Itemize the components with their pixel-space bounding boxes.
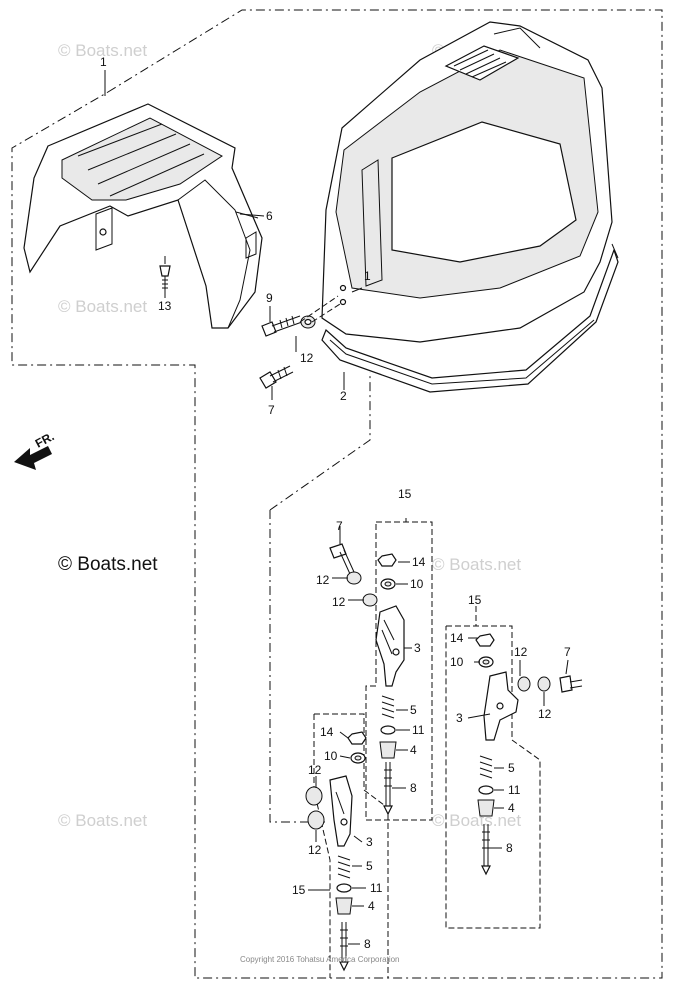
callout-12: 12 (332, 595, 346, 609)
watermark: © Boats.net (58, 41, 147, 60)
forward-direction-marker: FR. (14, 429, 56, 470)
callout-15: 15 (292, 883, 306, 897)
callout-15: 15 (468, 593, 482, 607)
callout-12: 12 (316, 573, 330, 587)
callout-10: 10 (450, 655, 464, 669)
callout-11: 11 (370, 881, 383, 895)
copyright-notice: Copyright 2016 Tohatsu America Corporati… (240, 955, 400, 964)
engine-top-cover (321, 21, 619, 393)
callout-10: 10 (324, 749, 338, 763)
callout-13: 13 (158, 299, 172, 313)
callout-7: 7 (336, 519, 343, 533)
callout-11: 11 (412, 723, 425, 737)
callout-3: 3 (414, 641, 421, 655)
callout-14: 14 (412, 555, 426, 569)
callout-3: 3 (366, 835, 373, 849)
watermark: © Boats.net (58, 811, 147, 830)
callout-12: 12 (308, 843, 322, 857)
rear-panel-part (23, 103, 263, 329)
callout-12: 12 (538, 707, 552, 721)
watermark: © Boats.net (432, 555, 521, 574)
callout-8: 8 (410, 781, 417, 795)
upper-fasteners (259, 295, 341, 389)
callout-12: 12 (514, 645, 528, 659)
callout-7: 7 (564, 645, 571, 659)
callouts: 1 6 13 9 1 12 7 2 15 7 14 12 10 12 3 5 1… (100, 55, 571, 951)
brand-watermark: © Boats.net (58, 554, 158, 575)
callout-1: 1 (100, 55, 107, 69)
callout-14: 14 (450, 631, 464, 645)
callout-12: 12 (300, 351, 314, 365)
callout-5: 5 (410, 703, 417, 717)
callout-8: 8 (364, 937, 371, 951)
callout-12: 12 (308, 763, 322, 777)
callout-15: 15 (398, 487, 412, 501)
callout-4: 4 (368, 899, 375, 913)
callout-1: 1 (364, 269, 371, 283)
latch-assembly-center (329, 543, 405, 816)
watermark: © Boats.net (58, 297, 147, 316)
callout-6: 6 (266, 209, 273, 223)
watermark: © Boats.net (432, 811, 521, 830)
latch-assembly-right (475, 633, 583, 876)
latch-assembly-left (305, 731, 367, 972)
callout-9: 9 (266, 291, 273, 305)
cover-subframe (269, 372, 371, 823)
callout-4: 4 (508, 801, 515, 815)
direction-label: FR. (33, 429, 57, 450)
callout-3: 3 (456, 711, 463, 725)
callout-14: 14 (320, 725, 334, 739)
callout-5: 5 (508, 761, 515, 775)
assembly-frame (11, 9, 663, 979)
callout-7: 7 (268, 403, 275, 417)
callout-10: 10 (410, 577, 424, 591)
subassembly-box-right (445, 606, 541, 929)
callout-11: 11 (508, 783, 521, 797)
leader-lines (104, 70, 569, 945)
callout-4: 4 (410, 743, 417, 757)
screw-13 (159, 256, 171, 290)
callout-8: 8 (506, 841, 513, 855)
subassembly-box-center (365, 518, 433, 821)
callout-2: 2 (340, 389, 347, 403)
callout-5: 5 (366, 859, 373, 873)
